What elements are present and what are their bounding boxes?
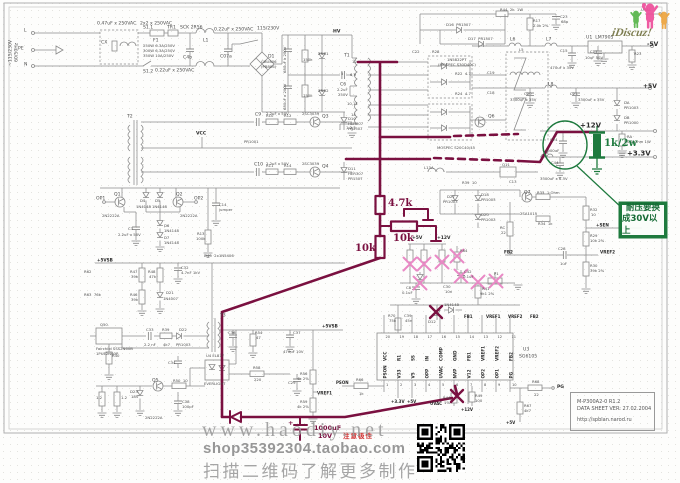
green-box-line2: 成30V以上 xyxy=(622,214,658,236)
forum-logo-figures xyxy=(630,2,670,30)
x-mark xyxy=(453,268,469,284)
green-callout-box: 耐压要换 成30V以上 xyxy=(621,203,665,236)
green-annotation xyxy=(542,120,623,209)
x-mark xyxy=(416,256,432,272)
green-box-line1: 耐压要换 xyxy=(625,203,660,214)
annotation-4k7: 4.7k xyxy=(388,198,413,209)
x-mark xyxy=(434,254,450,270)
annotation-1k2w: 1k/2w xyxy=(604,138,638,149)
qr-code xyxy=(417,424,465,472)
x-mark xyxy=(428,304,444,320)
x-mark xyxy=(470,274,486,290)
x-mark xyxy=(488,273,504,289)
polarity-note: 注意极性 xyxy=(343,432,373,440)
title-block-model: M-P300A2-0 R1.2 xyxy=(577,399,621,405)
highlight-trace xyxy=(220,60,599,441)
annotation-10k-pot: 10k xyxy=(393,233,414,244)
title-block-version: DATA SHEET VER: 27.02.2004 xyxy=(577,406,652,412)
x-mark xyxy=(402,256,418,272)
x-mark xyxy=(449,248,465,264)
title-block-url: http://spblan.narod.ru xyxy=(577,417,632,423)
title-block: M-P300A2-0 R1.2 DATA SHEET VER: 27.02.20… xyxy=(570,392,655,431)
annotation-cap-value: 1000uF xyxy=(314,424,342,432)
x-mark xyxy=(449,388,465,404)
annotation-10k-left: 10k xyxy=(355,243,376,254)
annotation-cap-voltage: 10V xyxy=(318,432,333,440)
annotation-cap-plus: + xyxy=(288,419,294,427)
x-mark xyxy=(412,275,428,291)
